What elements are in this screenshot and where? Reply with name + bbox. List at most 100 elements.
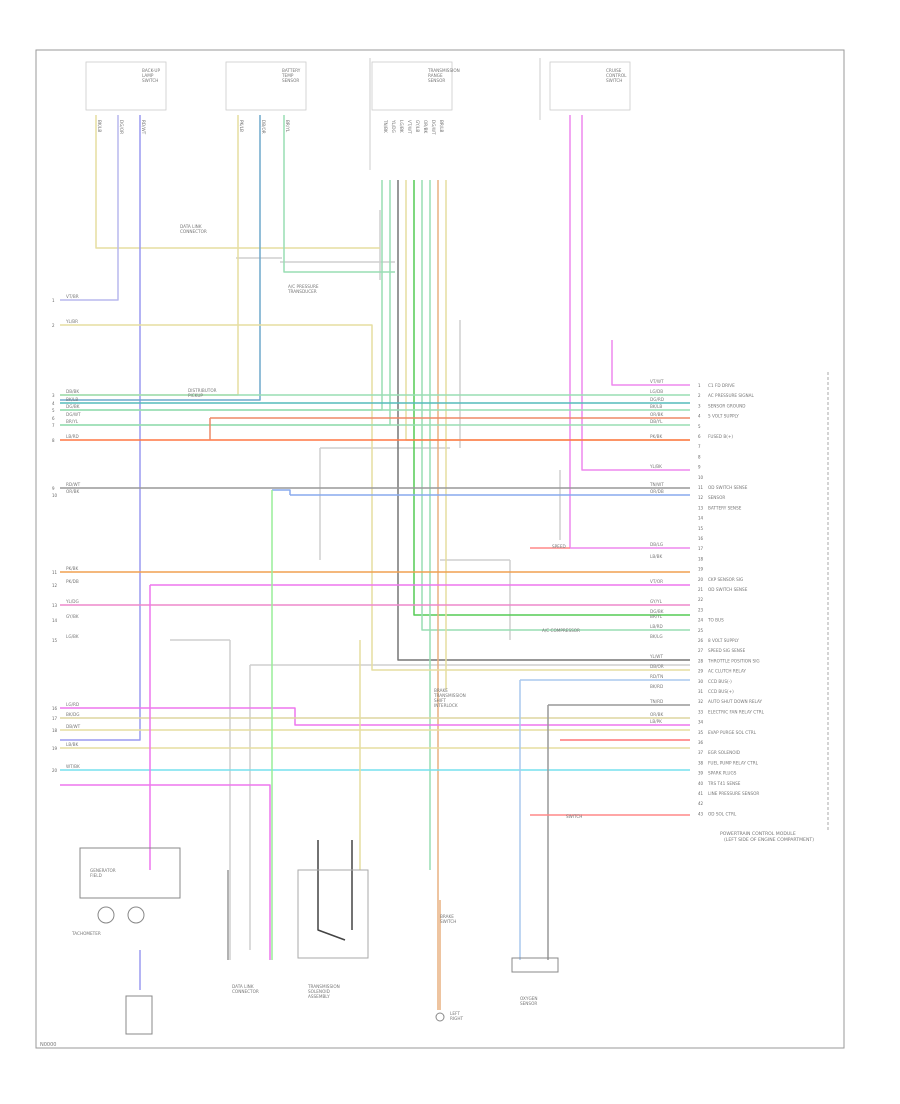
pcm-pin-label: FUEL PUMP RELAY CTRL [708, 760, 759, 765]
pcm-pin-label: CKP SENSOR SIG [708, 577, 743, 582]
data-link-connector-box [125, 995, 153, 1035]
mid-component-label: PICKUP [188, 393, 203, 398]
top-component-label: TEMP [281, 73, 294, 78]
pcm-pin-number: 13 [698, 505, 704, 510]
left-bus-wire-13 [60, 707, 690, 726]
module-title-line2: (LEFT SIDE OF ENGINE COMPARTMENT) [724, 837, 814, 843]
pcm-pin-number: 42 [698, 801, 704, 806]
tachometer-gauge [97, 906, 115, 924]
pcm-pin-number: 35 [698, 730, 704, 735]
left-pin-number: 20 [52, 768, 58, 773]
right-wire-code: TN/RD [649, 699, 663, 704]
bus-stub-wire [272, 489, 291, 495]
trs-wire-2 [60, 180, 391, 426]
cruise-wire-1 [569, 115, 690, 549]
left-pin-number: 12 [52, 583, 58, 588]
mid-component-label: TRANSDUCER [287, 289, 317, 294]
right-wire-code: BK/LB [650, 404, 662, 409]
pcm-pin-label: THROTTLE POSITION SIG [707, 658, 760, 663]
speed-control-label: SPEED [552, 544, 566, 549]
diagram-border [35, 49, 845, 1049]
mid-wire-code: OR/BK [423, 120, 428, 133]
right-wire-code: RD/TN [650, 674, 663, 679]
pcm-pin-label: AC PRESSURE SIGNAL [708, 393, 755, 398]
right-wire-code: OR/BK [650, 412, 663, 417]
right-wire-code: LB/PK [650, 719, 662, 724]
pcm-pin-number: 15 [698, 526, 704, 531]
bottom-component-label: OXYGEN [520, 996, 537, 1001]
left-bus-wire-18 [60, 784, 271, 960]
top-component-label: RANGE [428, 73, 443, 78]
left-wire-code: WT/BK [66, 764, 80, 769]
top-component-label: TRANSMISSION [427, 68, 460, 73]
mid-component-label: SHIFT [434, 698, 446, 703]
pcm-pin-label: ELECTRIC FAN RELAY CTRL [708, 709, 765, 714]
ccd-bus-wire [611, 340, 690, 386]
bottom-component-label: FIELD [90, 873, 102, 878]
left-pin-number: 11 [52, 570, 58, 575]
left-wire-code: BK/LB [66, 397, 78, 402]
pcm-pin-label: OD SWITCH SENSE [708, 485, 748, 490]
mid-component-label: TRANSMISSION [433, 693, 466, 698]
right-wire-code: VT/WT [650, 379, 664, 384]
label-layer: VT/BR1YL/BR2DB/BK3BK/LB4DG/BK5DG/WT6BR/Y… [52, 119, 664, 773]
solenoid-wire-1 [317, 840, 346, 941]
battery-temp-supply-wire [60, 115, 239, 396]
pcm-pin-label: CCD BUS(-) [708, 679, 732, 684]
pcm-pin-number: 2 [698, 393, 701, 398]
mid-wire-code: BR/LB [439, 120, 444, 133]
pcm-pin-number: 43 [698, 811, 704, 816]
mid-wire-code: GY/LB [415, 120, 420, 132]
right-wire-code: DB/OR [650, 664, 664, 669]
top-component-label: LAMP [142, 73, 154, 78]
right-wire-code: YL/BK [649, 464, 662, 469]
pcm-pin-label: 5 VOLT SUPPLY [708, 414, 739, 419]
mid-wire-code: RD/WT [141, 120, 146, 135]
left-pin-number: 1 [52, 298, 55, 303]
right-wire-code: DB/YL [650, 419, 663, 424]
pcm-pin-number: 26 [698, 638, 704, 643]
pcm-pin-number: 40 [698, 781, 704, 786]
left-pin-number: 17 [52, 716, 58, 721]
left-wire-code: DG/WT [66, 412, 81, 417]
right-wire-code: YL/WT [649, 654, 663, 659]
bottom-component-label: DATA LINK [232, 984, 254, 989]
pcm-pin-label: CCD BUS(+) [708, 689, 734, 694]
left-wire-code: LG/BK [66, 634, 79, 639]
pcm-pin-label: AC CLUTCH RELAY [708, 669, 746, 674]
right-wire-code: BK/RD [650, 684, 663, 689]
mid-wire-code: YL/DG [391, 119, 396, 133]
right-wire-code: BK/LG [650, 634, 663, 639]
pcm-pin-number: 1 [698, 383, 701, 388]
right-wire-code: LB/RD [650, 624, 663, 629]
mid-component-label: INTERLOCK [434, 703, 458, 708]
pcm-pin-number: 32 [698, 699, 704, 704]
right-wire-code: DG/BK [650, 609, 664, 614]
trs-wire-1 [60, 180, 383, 411]
mid-wire-code: VT/WT [407, 120, 412, 134]
pcm-pin-label: TRS T41 SENSE [707, 781, 741, 786]
pcm-pin-label: EVAP PURGE SOL CTRL [708, 730, 757, 735]
bottom-component-label: TRANSMISSION [307, 984, 340, 989]
top-component-housing [225, 61, 307, 111]
pcm-pin-number: 11 [698, 485, 704, 490]
pcm-pin-label: C1 FD DRIVE [708, 383, 735, 388]
oxygen-sensor-box [511, 957, 559, 973]
left-pin-number: 4 [52, 401, 55, 406]
bottom-component-label: RIGHT [450, 1016, 464, 1021]
pcm-pin-number: 10 [698, 475, 704, 480]
pcm-pin-label: FUSED B(+) [708, 434, 733, 439]
left-wire-code: VT/BR [66, 294, 79, 299]
back-up-lamp-signal-wire [60, 115, 119, 301]
right-wire-code: VT/OR [650, 579, 663, 584]
top-component-housing [549, 61, 631, 111]
pcm-pin-label: AUTO SHUT DOWN RELAY [708, 699, 763, 704]
right-wire-code: OR/BK [650, 712, 663, 717]
trs-wire-3 [397, 180, 690, 661]
mid-wire-code: PK/LB [239, 120, 244, 132]
mid-component-label: BRAKE [434, 688, 448, 693]
pcm-pin-number: 18 [698, 556, 704, 561]
left-bus-wire-1 [60, 324, 690, 671]
trs-wire-6 [421, 180, 690, 631]
